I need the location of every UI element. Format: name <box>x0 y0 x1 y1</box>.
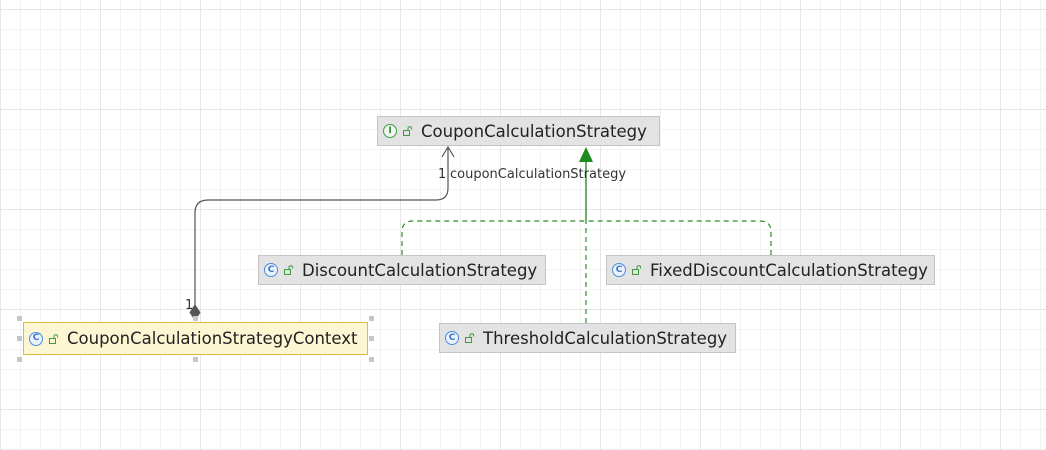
realization-edge-discount[interactable] <box>401 220 586 255</box>
resize-handle-top-center[interactable] <box>193 316 198 321</box>
realization-edge-fixed-discount[interactable] <box>586 220 772 255</box>
composition-edge[interactable] <box>194 147 449 310</box>
node-coupon-calculation-strategy-context[interactable]: C CouponCalculationStrategyContext <box>23 322 368 355</box>
node-label: ThresholdCalculationStrategy <box>483 328 728 348</box>
resize-handle-bottom-left[interactable] <box>17 357 22 362</box>
node-coupon-calculation-strategy[interactable]: I CouponCalculationStrategy <box>377 116 660 146</box>
interface-icon: I <box>383 124 397 138</box>
node-label: FixedDiscountCalculationStrategy <box>650 260 928 280</box>
public-visibility-icon <box>465 333 475 343</box>
resize-handle-middle-left[interactable] <box>17 336 22 341</box>
public-visibility-icon <box>49 333 59 344</box>
node-label: DiscountCalculationStrategy <box>302 260 538 280</box>
role-name-label: couponCalculationStrategy <box>450 167 627 182</box>
target-multiplicity-label: 1 <box>438 167 447 182</box>
public-visibility-icon <box>284 265 294 275</box>
class-icon: C <box>612 263 626 277</box>
node-discount-calculation-strategy[interactable]: C DiscountCalculationStrategy <box>258 255 546 285</box>
public-visibility-icon <box>632 265 642 275</box>
node-label: CouponCalculationStrategy <box>421 121 647 141</box>
source-multiplicity-label: 1 <box>185 298 194 313</box>
resize-handle-top-left[interactable] <box>17 316 22 321</box>
public-visibility-icon <box>403 126 413 136</box>
resize-handle-middle-right[interactable] <box>369 336 374 341</box>
resize-handle-bottom-right[interactable] <box>369 357 374 362</box>
class-icon: C <box>264 263 278 277</box>
node-fixed-discount-calculation-strategy[interactable]: C FixedDiscountCalculationStrategy <box>606 255 935 285</box>
resize-handle-top-right[interactable] <box>369 316 374 321</box>
node-threshold-calculation-strategy[interactable]: C ThresholdCalculationStrategy <box>439 323 736 353</box>
association-arrowhead <box>441 145 455 158</box>
class-icon: C <box>445 331 459 345</box>
resize-handle-bottom-center[interactable] <box>193 357 198 362</box>
class-icon: C <box>29 331 43 346</box>
realization-arrowhead <box>579 147 593 162</box>
node-label: CouponCalculationStrategyContext <box>67 329 358 348</box>
